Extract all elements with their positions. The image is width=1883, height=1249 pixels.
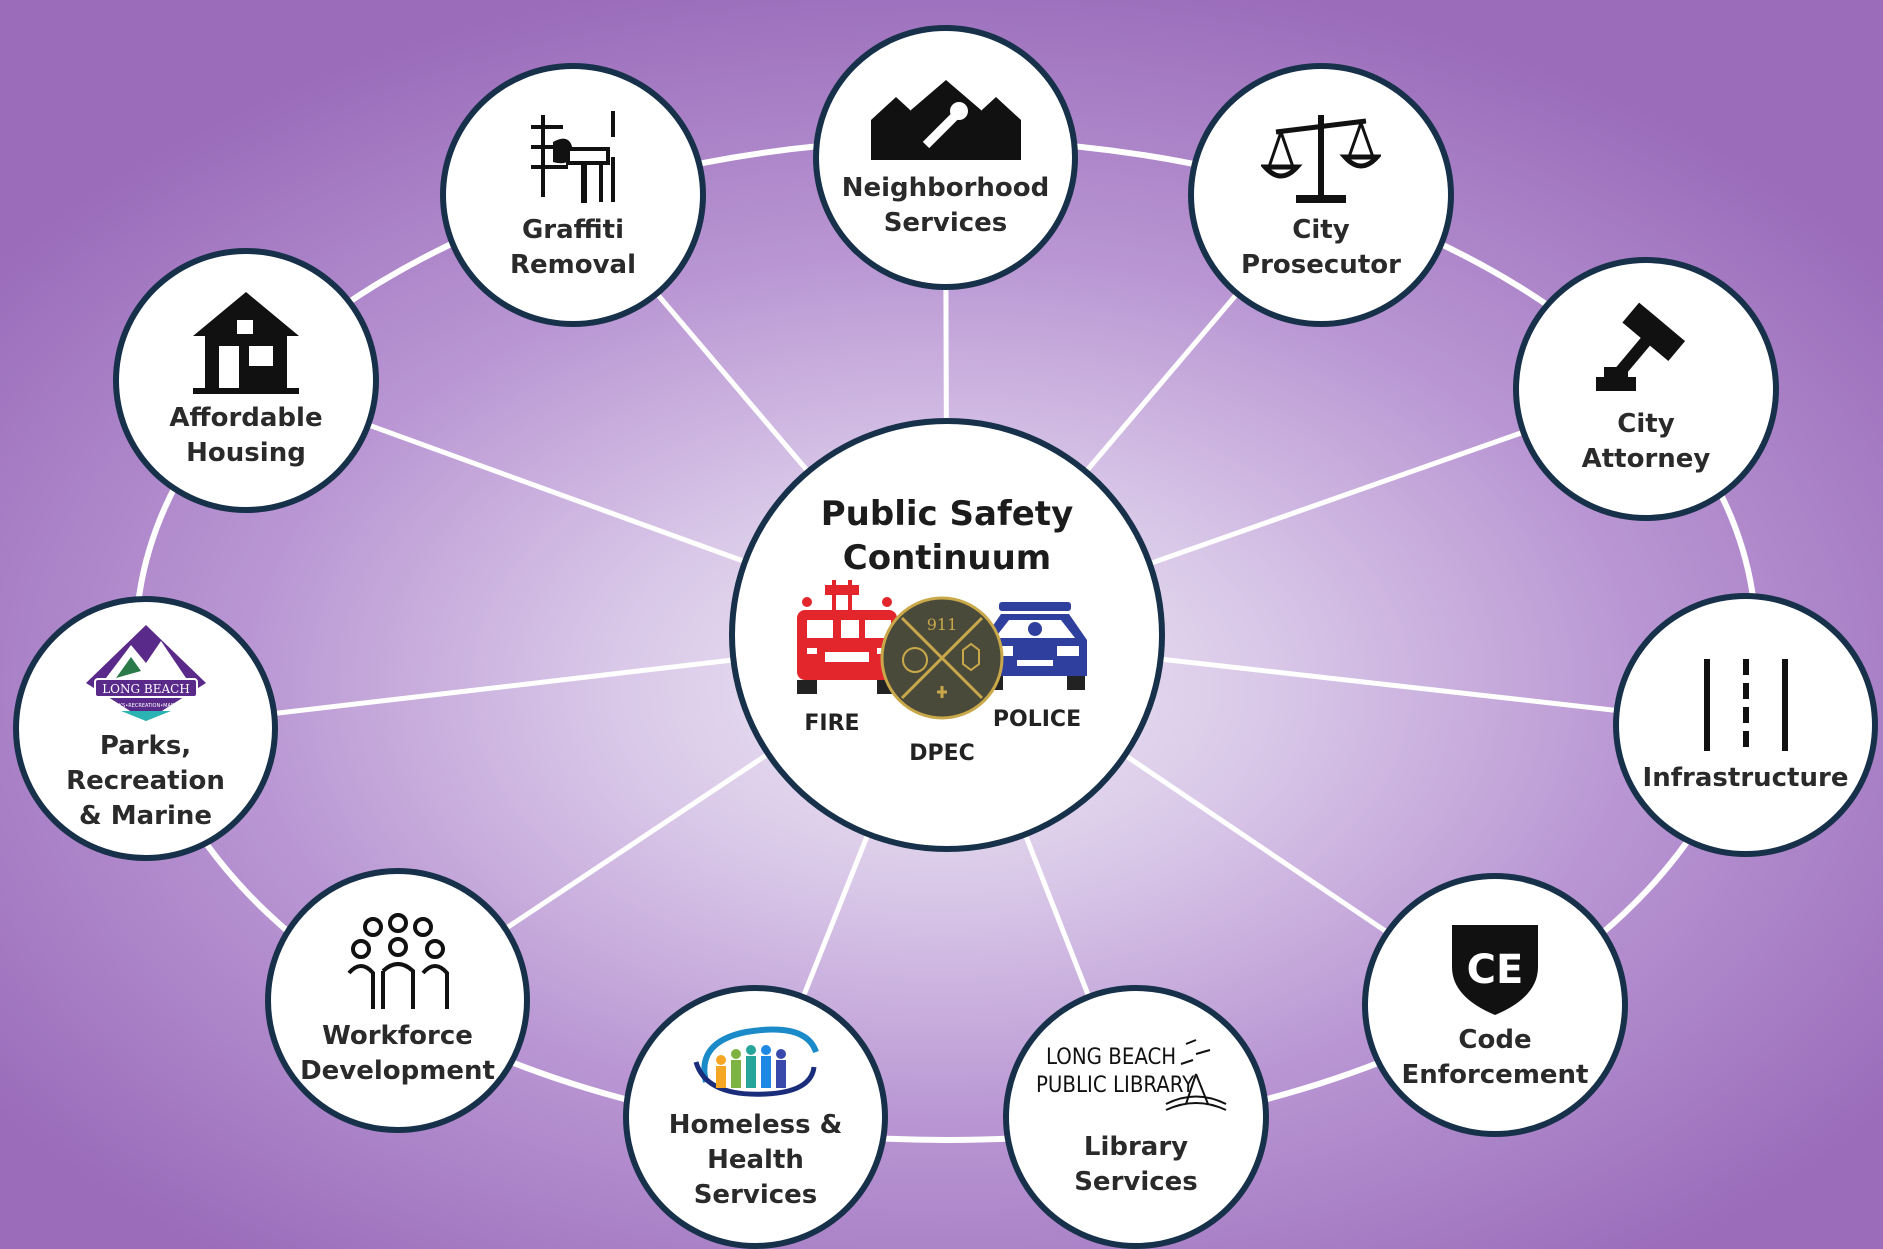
node-label: Code Enforcement <box>1401 1025 1589 1090</box>
node-city-attorney[interactable]: City Attorney <box>1513 257 1779 521</box>
seal-text: 911 <box>927 615 958 634</box>
node-neighborhood-services[interactable]: Neighborhood Services <box>813 25 1078 290</box>
node-label: Affordable Housing <box>169 403 323 468</box>
node-library-services[interactable]: LONG BEACH PUBLIC LIBRARY Library Servic… <box>1003 985 1269 1249</box>
road-lanes-icon <box>1703 658 1788 751</box>
node-label: Infrastructure <box>1642 762 1849 793</box>
node-label: Homeless & Health Services <box>668 1109 843 1210</box>
dpec-label: DPEC <box>909 741 975 766</box>
node-label: Parks, Recreation & Marine <box>66 731 225 831</box>
node-workforce-development[interactable]: Workforce Development <box>265 868 530 1133</box>
badge-text: CE <box>1467 947 1524 993</box>
house-icon <box>193 292 299 394</box>
center-node: Public Safety Continuum <box>729 418 1165 852</box>
node-infrastructure[interactable]: Infrastructure <box>1613 593 1878 857</box>
node-homeless-health[interactable]: Homeless & Health Services <box>623 985 888 1249</box>
fire-truck-icon <box>797 580 897 694</box>
police-label: POLICE <box>993 707 1081 732</box>
fire-label: FIRE <box>804 711 859 736</box>
shield-badge-icon: CE <box>1452 925 1538 1015</box>
node-label: City Prosecutor <box>1241 215 1401 280</box>
paint-roller-icon <box>531 111 615 203</box>
parks-logo-text: LONG BEACH <box>102 682 190 696</box>
scales-icon <box>1261 115 1381 203</box>
node-label: Workforce Development <box>300 1020 495 1086</box>
parks-logo-icon: LONG BEACH PARKS•RECREATION•MARINE <box>85 625 206 721</box>
node-city-prosecutor[interactable]: City Prosecutor <box>1188 63 1454 327</box>
parks-logo-sub: PARKS•RECREATION•MARINE <box>109 703 183 709</box>
fire-police-dpec-icon: 911 FIRE POLICE DPEC <box>797 580 1087 766</box>
node-label: Graffiti Removal <box>509 215 636 280</box>
gavel-icon <box>1596 302 1686 391</box>
node-graffiti-removal[interactable]: Graffiti Removal <box>440 63 706 327</box>
people-group-icon <box>693 1026 819 1097</box>
library-logo-line1: LONG BEACH <box>1046 1045 1176 1070</box>
dpec-seal-icon: 911 <box>880 596 1004 720</box>
houses-wrench-icon <box>870 79 1021 160</box>
workers-icon <box>346 912 449 1009</box>
node-label: Neighborhood Services <box>841 172 1050 238</box>
node-affordable-housing[interactable]: Affordable Housing <box>113 248 379 513</box>
node-label: City Attorney <box>1581 409 1711 474</box>
node-label: Library Services <box>1074 1132 1198 1197</box>
library-logo-icon: LONG BEACH PUBLIC LIBRARY <box>1036 1039 1227 1111</box>
library-logo-line2: PUBLIC LIBRARY <box>1036 1073 1195 1098</box>
node-code-enforcement[interactable]: CE Code Enforcement <box>1362 873 1628 1137</box>
node-parks-recreation-marine[interactable]: LONG BEACH PARKS•RECREATION•MARINE Parks… <box>13 596 278 861</box>
center-title: Public Safety Continuum <box>820 494 1074 578</box>
